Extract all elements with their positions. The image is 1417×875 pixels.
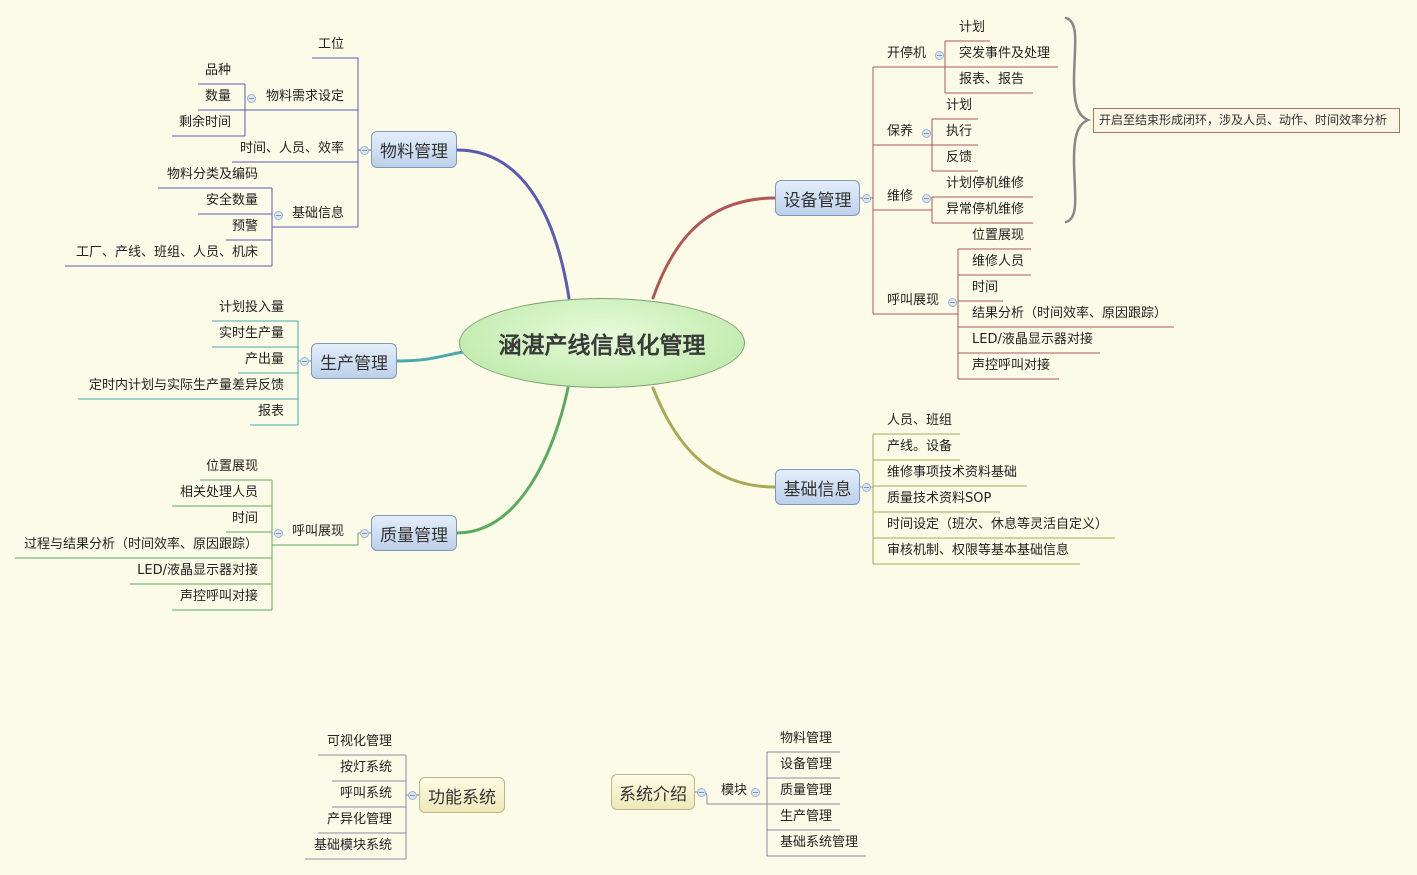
leaf-topic[interactable]: 物料管理	[780, 731, 833, 746]
collapse-toggle-icon[interactable]	[861, 193, 871, 203]
leaf-topic[interactable]: 异常停机维修	[946, 202, 1025, 217]
topic-label: 物料管理	[380, 142, 448, 162]
topic-basic-info[interactable]: 基础信息	[775, 469, 860, 505]
leaf-topic[interactable]: 反馈	[946, 150, 973, 165]
leaf-topic[interactable]: 可视化管理	[326, 734, 392, 749]
leaf-topic[interactable]: 产异化管理	[326, 812, 392, 827]
collapse-toggle-icon[interactable]	[273, 528, 283, 538]
leaf-topic[interactable]: 执行	[946, 124, 973, 139]
leaf-topic[interactable]: 过程与结果分析（时间效率、原因跟踪）	[23, 537, 258, 552]
topic-function-systems[interactable]: 功能系统	[419, 777, 505, 813]
leaf-topic[interactable]: 定时内计划与实际生产量差异反馈	[88, 378, 284, 393]
branch-curve-equipment	[651, 196, 777, 300]
subtopic[interactable]: 物料需求设定	[265, 89, 344, 104]
leaf-topic[interactable]: 设备管理	[780, 757, 833, 772]
leaf-topic[interactable]: 预警	[231, 219, 258, 234]
leaf-topic[interactable]: 计划	[959, 20, 986, 35]
collapse-toggle-icon[interactable]	[934, 50, 944, 60]
leaf-topic[interactable]: 维修人员	[972, 254, 1025, 269]
topic-label: 质量管理	[380, 525, 448, 546]
leaf-topic[interactable]: 呼叫系统	[339, 786, 392, 801]
collapse-toggle-icon[interactable]	[921, 128, 931, 138]
leaf-topic[interactable]: 生产管理	[780, 809, 833, 824]
leaf-topic[interactable]: 报表	[257, 404, 284, 419]
leaf-topic[interactable]: 时间	[972, 280, 999, 295]
leaf-topic[interactable]: 质量技术资料SOP	[887, 491, 992, 506]
topic-quality-management[interactable]: 质量管理	[371, 515, 457, 551]
leaf-topic[interactable]: 安全数量	[205, 193, 258, 208]
collapse-toggle-icon[interactable]	[273, 210, 283, 220]
leaf-topic[interactable]: 质量管理	[780, 783, 833, 798]
leaf-topic[interactable]: 结果分析（时间效率、原因跟踪）	[972, 306, 1168, 321]
topic-label: 功能系统	[428, 787, 496, 808]
leaf-topic[interactable]: 基础系统管理	[780, 835, 859, 850]
topic-label: 设备管理	[783, 190, 852, 211]
subtopic[interactable]: 工位	[317, 37, 344, 52]
curly-brace	[1064, 16, 1092, 224]
leaf-topic[interactable]: 人员、班组	[887, 413, 953, 428]
leaf-topic[interactable]: 突发事件及处理	[959, 46, 1051, 61]
collapse-toggle-icon[interactable]	[947, 297, 957, 307]
leaf-topic[interactable]: LED/液晶显示器对接	[972, 332, 1093, 347]
leaf-topic[interactable]: 产出量	[244, 352, 284, 367]
subtopic[interactable]: 维修	[887, 189, 914, 204]
subtopic[interactable]: 模块	[721, 783, 748, 798]
collapse-toggle-icon[interactable]	[407, 790, 417, 800]
leaf-topic[interactable]: 产线。设备	[887, 439, 953, 454]
topic-material-management[interactable]: 物料管理	[371, 131, 457, 168]
subtopic[interactable]: 基础信息	[291, 206, 344, 221]
central-topic-label: 涵湛产线信息化管理	[498, 333, 706, 359]
topic-label: 基础信息	[783, 479, 852, 500]
topic-production-management[interactable]: 生产管理	[311, 343, 397, 379]
topic-equipment-management[interactable]: 设备管理	[775, 180, 860, 216]
leaf-topic[interactable]: 计划	[946, 98, 973, 113]
leaf-topic[interactable]: 报表、报告	[959, 72, 1025, 87]
collapse-toggle-icon[interactable]	[921, 193, 931, 203]
leaf-topic[interactable]: 剩余时间	[178, 115, 231, 130]
subtopic[interactable]: 开停机	[887, 46, 927, 61]
leaf-topic[interactable]: 时间设定（班次、休息等灵活自定义）	[887, 517, 1109, 532]
branch-curve-basic	[651, 386, 777, 489]
collapse-toggle-icon[interactable]	[246, 93, 256, 103]
leaf-topic[interactable]: 基础模块系统	[313, 838, 392, 853]
collapse-toggle-icon[interactable]	[750, 787, 760, 797]
leaf-topic[interactable]: 实时生产量	[218, 326, 284, 341]
collapse-toggle-icon[interactable]	[696, 787, 706, 797]
leaf-topic[interactable]: LED/液晶显示器对接	[137, 563, 258, 578]
topic-label: 生产管理	[320, 353, 388, 374]
collapse-toggle-icon[interactable]	[359, 528, 369, 538]
subtopic[interactable]: 时间、人员、效率	[239, 141, 344, 156]
topic-system-intro[interactable]: 系统介绍	[611, 774, 695, 810]
leaf-topic[interactable]: 声控呼叫对接	[179, 589, 258, 604]
leaf-topic[interactable]: 物料分类及编码	[166, 167, 258, 182]
collapse-toggle-icon[interactable]	[299, 356, 309, 366]
collapse-toggle-icon[interactable]	[359, 145, 369, 155]
leaf-topic[interactable]: 声控呼叫对接	[972, 358, 1051, 373]
callout-text: 开启至结束形成闭环，涉及人员、动作、时间效率分析	[1099, 113, 1388, 127]
central-topic[interactable]: 涵湛产线信息化管理	[459, 298, 745, 388]
leaf-topic[interactable]: 数量	[204, 89, 231, 104]
topic-label: 系统介绍	[619, 784, 687, 805]
leaf-topic[interactable]: 审核机制、权限等基本基础信息	[887, 543, 1070, 558]
leaf-topic[interactable]: 时间	[231, 511, 258, 526]
leaf-topic[interactable]: 位置展现	[205, 459, 258, 474]
branch-curve-material	[455, 148, 571, 300]
subtopic[interactable]: 呼叫展现	[291, 524, 344, 539]
summary-callout[interactable]: 开启至结束形成闭环，涉及人员、动作、时间效率分析	[1093, 108, 1400, 133]
branch-curve-production	[395, 350, 465, 363]
branch-curve-quality	[455, 386, 570, 535]
collapse-toggle-icon[interactable]	[861, 482, 871, 492]
leaf-topic[interactable]: 品种	[204, 63, 231, 78]
leaf-topic[interactable]: 计划投入量	[218, 300, 284, 315]
leaf-topic[interactable]: 按灯系统	[339, 760, 392, 775]
leaf-topic[interactable]: 计划停机维修	[946, 176, 1025, 191]
leaf-topic[interactable]: 相关处理人员	[179, 485, 258, 500]
subtopic[interactable]: 保养	[887, 124, 914, 139]
leaf-topic[interactable]: 工厂、产线、班组、人员、机床	[75, 245, 258, 260]
subtopic[interactable]: 呼叫展现	[887, 293, 940, 308]
leaf-topic[interactable]: 位置展现	[972, 228, 1025, 243]
leaf-topic[interactable]: 维修事项技术资料基础	[887, 465, 1018, 480]
